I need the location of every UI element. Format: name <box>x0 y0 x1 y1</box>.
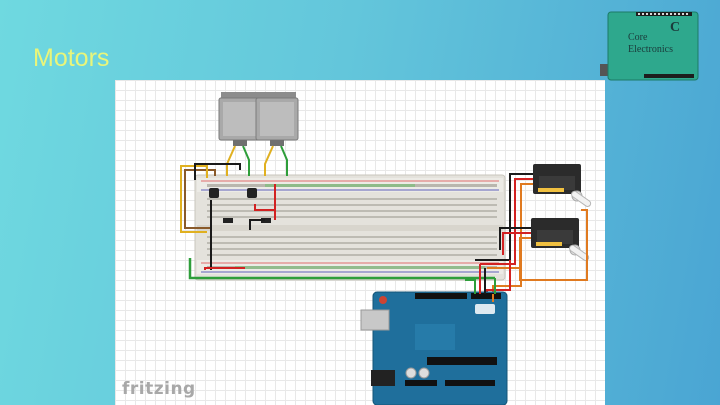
breadboard <box>194 174 506 281</box>
diode-2 <box>261 218 271 223</box>
dc-motor-1 <box>218 92 262 146</box>
slide-title: Motors <box>33 44 110 72</box>
servo-motor-1 <box>533 164 592 207</box>
logo-line-2: Electronics <box>628 44 673 55</box>
logo-mark: C <box>670 20 681 35</box>
arduino-board-logo-icon <box>600 11 699 81</box>
fritzing-diagram: fritzing <box>115 80 605 405</box>
logo-wordmark: C Core Electronics <box>628 21 698 56</box>
diode-1 <box>223 218 233 223</box>
logo-line-1: Core <box>628 32 648 43</box>
dc-motor-2 <box>255 92 299 146</box>
arduino-uno <box>360 291 508 405</box>
circuit-diagram <box>180 92 592 405</box>
transistor-1 <box>209 188 219 198</box>
transistor-2 <box>247 188 257 198</box>
core-electronics-logo: C Core Electronics <box>600 8 700 84</box>
fritzing-watermark: fritzing <box>122 379 196 399</box>
servo-motor-2 <box>531 218 590 261</box>
